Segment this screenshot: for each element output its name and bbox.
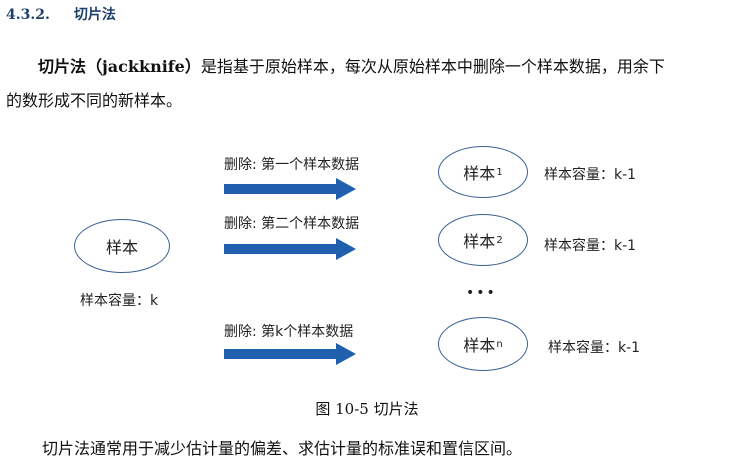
section-title: 切片法	[73, 7, 116, 23]
step-2-action: 删除: 第二个样本数据	[224, 216, 360, 232]
section-number: 4.3.2.	[6, 7, 50, 23]
intro-line-2: 的数形成不同的新样本。	[6, 91, 183, 110]
new-sample-1-capacity: 样本容量：k-1	[544, 167, 637, 183]
new-sample-2-capacity: 样本容量：k-1	[544, 238, 637, 254]
step-1-action: 删除: 第一个样本数据	[224, 157, 360, 173]
new-sample-n-subscript: n	[496, 338, 503, 350]
original-sample-capacity: 样本容量：k	[80, 293, 159, 309]
intro-term: 切片法（jackknife）	[38, 57, 201, 76]
new-sample-n-label: 样本	[463, 336, 496, 355]
step-2-arrow-shape	[224, 238, 356, 260]
ellipsis-dots: •••	[466, 285, 497, 301]
intro-paragraph: 切片法（jackknife）是指基于原始样本，每次从原始样本中删除一个样本数据，…	[6, 50, 730, 118]
step-2-arrow	[224, 238, 356, 260]
step-n-arrow-shape	[224, 343, 356, 365]
intro-line-1-rest: 是指基于原始样本，每次从原始样本中删除一个样本数据，用余下	[200, 57, 665, 76]
new-sample-1-label: 样本	[463, 164, 496, 183]
step-1-arrow-shape	[224, 178, 356, 200]
new-sample-2-subscript: 2	[496, 234, 503, 246]
original-sample-ellipse: 样本	[74, 219, 170, 273]
original-sample-label: 样本	[105, 238, 138, 257]
new-sample-2-label: 样本	[463, 232, 496, 251]
figure-caption: 图 10-5 切片法	[315, 400, 419, 418]
section-heading: 4.3.2. 切片法	[6, 4, 116, 24]
step-1-arrow	[224, 178, 356, 200]
new-sample-1-subscript: 1	[496, 166, 503, 178]
intro-line-1: 切片法（jackknife）是指基于原始样本，每次从原始样本中删除一个样本数据，…	[6, 50, 730, 84]
new-sample-n-capacity: 样本容量：k-1	[548, 340, 641, 356]
step-n-arrow	[224, 343, 356, 365]
outro-paragraph: 切片法通常用于减少估计量的偏差、求估计量的标准误和置信区间。	[42, 439, 523, 458]
step-n-action: 删除: 第k个样本数据	[224, 324, 354, 340]
